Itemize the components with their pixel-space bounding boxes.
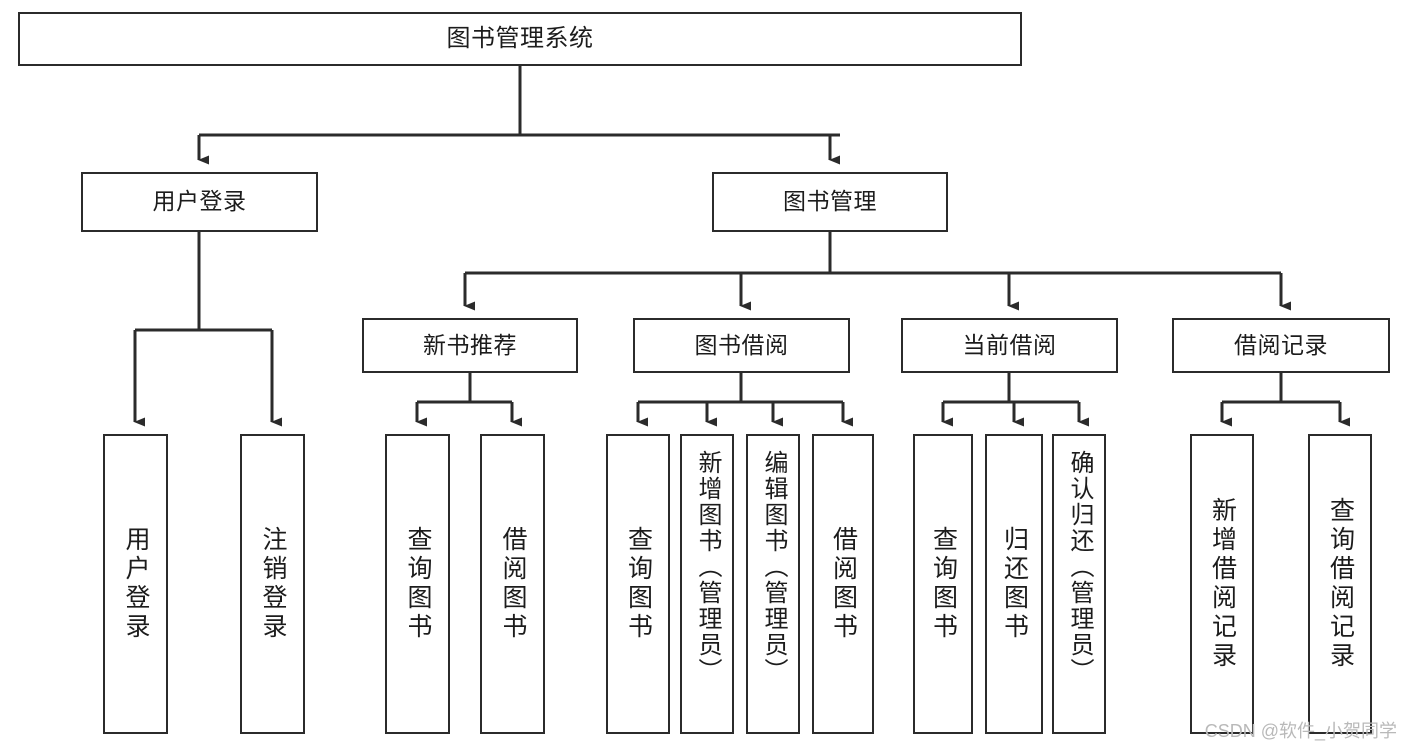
node-current-borrow-label: 当前借阅 <box>962 331 1057 358</box>
node-leaf-query-record[interactable]: 查询借阅记录 <box>1308 434 1372 734</box>
edges-bookborrow-to-leaves <box>636 373 853 427</box>
node-user-login-label: 用户登录 <box>152 188 247 215</box>
node-leaf-borrow-book-1-label: 借阅图书 <box>499 526 527 642</box>
node-leaf-query-book-2[interactable]: 查询图书 <box>606 434 670 734</box>
csdn-watermark: CSDN @软件_小贺同学 <box>1204 721 1397 741</box>
node-leaf-logout[interactable]: 注销登录 <box>240 434 305 734</box>
node-leaf-borrow-book-2[interactable]: 借阅图书 <box>812 434 874 734</box>
edges-bookmanage-to-level3 <box>463 232 1291 311</box>
node-leaf-edit-book[interactable]: 编辑图书（管理员） <box>746 434 800 734</box>
node-leaf-query-book-1-label: 查询图书 <box>404 526 432 642</box>
node-leaf-add-book-label: 新增图书（管理员） <box>694 450 721 684</box>
node-book-manage[interactable]: 图书管理 <box>712 172 948 232</box>
edges-root-to-level2 <box>197 66 840 165</box>
node-leaf-confirm-return-label: 确认归还（管理员） <box>1066 450 1093 684</box>
node-new-book-rec[interactable]: 新书推荐 <box>362 318 578 373</box>
node-leaf-confirm-return[interactable]: 确认归还（管理员） <box>1052 434 1106 734</box>
node-user-login[interactable]: 用户登录 <box>81 172 318 232</box>
edges-borrowrecord-to-leaves <box>1220 373 1350 427</box>
edges-newbookrec-to-leaves <box>415 373 522 427</box>
node-leaf-borrow-book-1[interactable]: 借阅图书 <box>480 434 545 734</box>
node-leaf-query-book-3-label: 查询图书 <box>929 526 958 642</box>
node-leaf-query-book-1[interactable]: 查询图书 <box>385 434 450 734</box>
node-leaf-query-book-2-label: 查询图书 <box>624 526 653 642</box>
edges-userlogin-to-leaves <box>133 232 282 427</box>
node-leaf-user-login-label: 用户登录 <box>122 526 150 642</box>
node-leaf-query-book-3[interactable]: 查询图书 <box>913 434 973 734</box>
node-leaf-add-record-label: 新增借阅记录 <box>1208 497 1237 671</box>
node-leaf-borrow-book-2-label: 借阅图书 <box>829 526 858 642</box>
node-leaf-return-book-label: 归还图书 <box>1000 526 1029 642</box>
node-book-borrow[interactable]: 图书借阅 <box>633 318 850 373</box>
node-leaf-add-record[interactable]: 新增借阅记录 <box>1190 434 1254 734</box>
node-leaf-logout-label: 注销登录 <box>259 526 287 642</box>
edges-currentborrow-to-leaves <box>941 373 1089 427</box>
node-leaf-edit-book-label: 编辑图书（管理员） <box>760 450 787 684</box>
node-leaf-add-book[interactable]: 新增图书（管理员） <box>680 434 734 734</box>
node-current-borrow[interactable]: 当前借阅 <box>901 318 1118 373</box>
node-borrow-record-label: 借阅记录 <box>1234 331 1328 358</box>
node-borrow-record[interactable]: 借阅记录 <box>1172 318 1390 373</box>
node-book-manage-label: 图书管理 <box>783 188 877 215</box>
node-new-book-rec-label: 新书推荐 <box>423 331 517 358</box>
node-book-borrow-label: 图书借阅 <box>694 331 789 358</box>
node-leaf-user-login[interactable]: 用户登录 <box>103 434 168 734</box>
node-root-system-label: 图书管理系统 <box>446 24 594 52</box>
node-root-system[interactable]: 图书管理系统 <box>18 12 1022 66</box>
node-leaf-return-book[interactable]: 归还图书 <box>985 434 1043 734</box>
node-leaf-query-record-label: 查询借阅记录 <box>1326 497 1355 671</box>
